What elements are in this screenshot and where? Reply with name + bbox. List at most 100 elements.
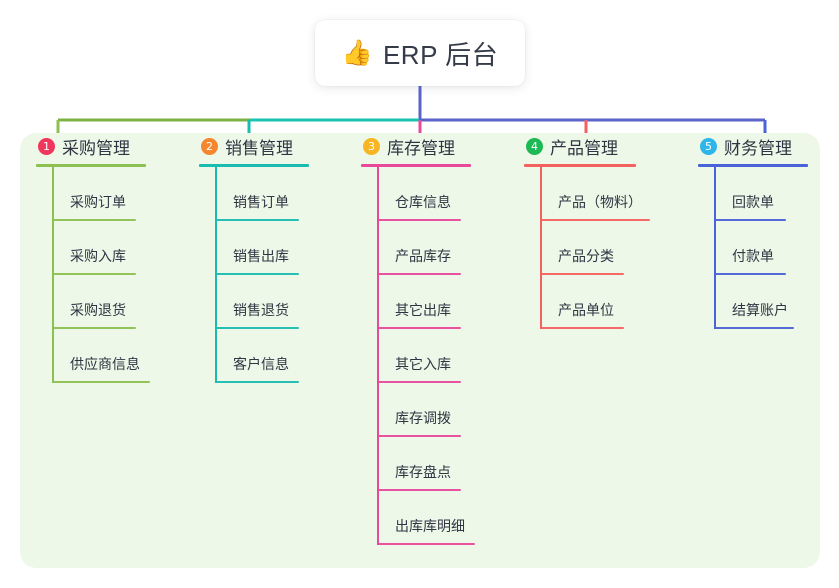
column-header[interactable]: 2 销售管理 (199, 133, 309, 159)
branch-item[interactable]: 出库库明细 (377, 491, 475, 545)
column-header[interactable]: 3 库存管理 (361, 133, 471, 159)
branch-item-label: 出库库明细 (395, 518, 465, 534)
column-产品管理: 4 产品管理产品（物料） 产品分类产品单位 (524, 133, 650, 329)
column-underline (36, 164, 146, 167)
branch-item-underline (215, 273, 299, 275)
column-销售管理: 2 销售管理销售订单销售出库销售退货客户信息 (199, 133, 309, 383)
thumbs-up-icon: 👍 (341, 38, 373, 67)
column-underline (524, 164, 636, 167)
branch-item[interactable]: 结算账户 (714, 275, 808, 329)
column-header[interactable]: 1 采购管理 (36, 133, 146, 159)
branch-item-underline (714, 219, 786, 221)
column-header[interactable]: 5 财务管理 (698, 133, 808, 159)
branch-spine (714, 167, 716, 329)
branch-item-label: 销售出库 (233, 248, 289, 264)
branch-spine (540, 167, 542, 329)
column-title: 采购管理 (62, 138, 130, 158)
branch-item[interactable]: 付款单 (714, 221, 808, 275)
column-title: 销售管理 (225, 138, 293, 158)
branch-item[interactable]: 库存盘点 (377, 437, 471, 491)
column-index-badge: 5 (700, 137, 717, 155)
branch-item[interactable]: 供应商信息 (52, 329, 150, 383)
branch-item-underline (52, 327, 136, 329)
branch-item[interactable]: 客户信息 (215, 329, 309, 383)
column-index-badge: 2 (201, 137, 218, 155)
branch-item-underline (377, 489, 461, 491)
branch-item-underline (377, 327, 461, 329)
branch-item[interactable]: 销售退货 (215, 275, 309, 329)
branch-item-label: 采购订单 (70, 194, 126, 210)
branch-item-underline (377, 219, 461, 221)
branch-item-label: 其它入库 (395, 356, 451, 372)
branch-item[interactable]: 采购订单 (52, 167, 146, 221)
branch-item-label: 供应商信息 (70, 356, 140, 372)
column-items: 采购订单采购入库采购退货供应商信息 (52, 167, 150, 383)
branch-item-label: 库存调拨 (395, 410, 451, 426)
branch-item-underline (377, 273, 461, 275)
column-underline (199, 164, 309, 167)
column-header[interactable]: 4 产品管理 (524, 133, 636, 159)
branch-item[interactable]: 仓库信息 (377, 167, 471, 221)
branch-item-underline (540, 219, 650, 221)
column-index-badge: 1 (38, 137, 55, 155)
branch-item-underline (215, 327, 299, 329)
column-index-badge: 4 (526, 137, 543, 155)
column-title: 产品管理 (550, 138, 618, 158)
branch-spine (52, 167, 54, 383)
branch-item-label: 仓库信息 (395, 194, 451, 210)
branch-item-label: 付款单 (732, 248, 774, 264)
branch-item[interactable]: 产品分类 (540, 221, 636, 275)
branch-item-underline (377, 435, 461, 437)
branch-item-label: 回款单 (732, 194, 774, 210)
branch-item-label: 库存盘点 (395, 464, 451, 480)
column-库存管理: 3 库存管理仓库信息产品库存其它出库其它入库库存调拨库存盘点出库库明细 (361, 133, 475, 545)
branch-spine (377, 167, 379, 545)
column-index-badge: 3 (363, 137, 380, 155)
branch-item-label: 产品（物料） (558, 194, 642, 210)
branch-item-label: 销售订单 (233, 194, 289, 210)
branch-item-underline (52, 273, 136, 275)
branch-item[interactable]: 其它出库 (377, 275, 471, 329)
branch-item-underline (377, 543, 475, 545)
branch-item-underline (52, 381, 150, 383)
root-node-title: ERP 后台 (382, 39, 499, 70)
branch-item-label: 产品分类 (558, 248, 614, 264)
branch-item[interactable]: 回款单 (714, 167, 808, 221)
branch-item-underline (215, 381, 299, 383)
branch-item-underline (52, 219, 136, 221)
branch-item-underline (714, 327, 794, 329)
mindmap-panel: 1 采购管理采购订单采购入库采购退货供应商信息 2 销售管理销售订单销售出库销售退货客… (20, 133, 820, 568)
branch-item-underline (540, 327, 624, 329)
branch-item-label: 产品单位 (558, 302, 614, 318)
column-财务管理: 5 财务管理回款单付款单结算账户 (698, 133, 808, 329)
branch-item[interactable]: 产品（物料） (540, 167, 650, 221)
column-title: 库存管理 (387, 138, 455, 158)
branch-item-underline (377, 381, 461, 383)
root-node-card[interactable]: 👍 ERP 后台 (315, 20, 525, 86)
column-items: 销售订单销售出库销售退货客户信息 (215, 167, 309, 383)
branch-item[interactable]: 产品库存 (377, 221, 471, 275)
branch-item-label: 结算账户 (732, 302, 788, 318)
column-采购管理: 1 采购管理采购订单采购入库采购退货供应商信息 (36, 133, 150, 383)
branch-item[interactable]: 采购入库 (52, 221, 146, 275)
branch-item-label: 客户信息 (233, 356, 289, 372)
column-items: 产品（物料） 产品分类产品单位 (540, 167, 650, 329)
branch-item[interactable]: 销售出库 (215, 221, 309, 275)
branch-item-label: 采购入库 (70, 248, 126, 264)
branch-item[interactable]: 采购退货 (52, 275, 146, 329)
branch-spine (215, 167, 217, 383)
branch-item-label: 销售退货 (233, 302, 289, 318)
branch-item[interactable]: 销售订单 (215, 167, 309, 221)
branch-item-label: 其它出库 (395, 302, 451, 318)
column-underline (698, 164, 808, 167)
branch-item-label: 产品库存 (395, 248, 451, 264)
branch-item[interactable]: 库存调拨 (377, 383, 471, 437)
branch-item-underline (714, 273, 786, 275)
branch-item[interactable]: 产品单位 (540, 275, 636, 329)
column-underline (361, 164, 471, 167)
column-title: 财务管理 (724, 138, 792, 158)
branch-item-underline (215, 219, 299, 221)
column-items: 回款单付款单结算账户 (714, 167, 808, 329)
branch-item[interactable]: 其它入库 (377, 329, 471, 383)
